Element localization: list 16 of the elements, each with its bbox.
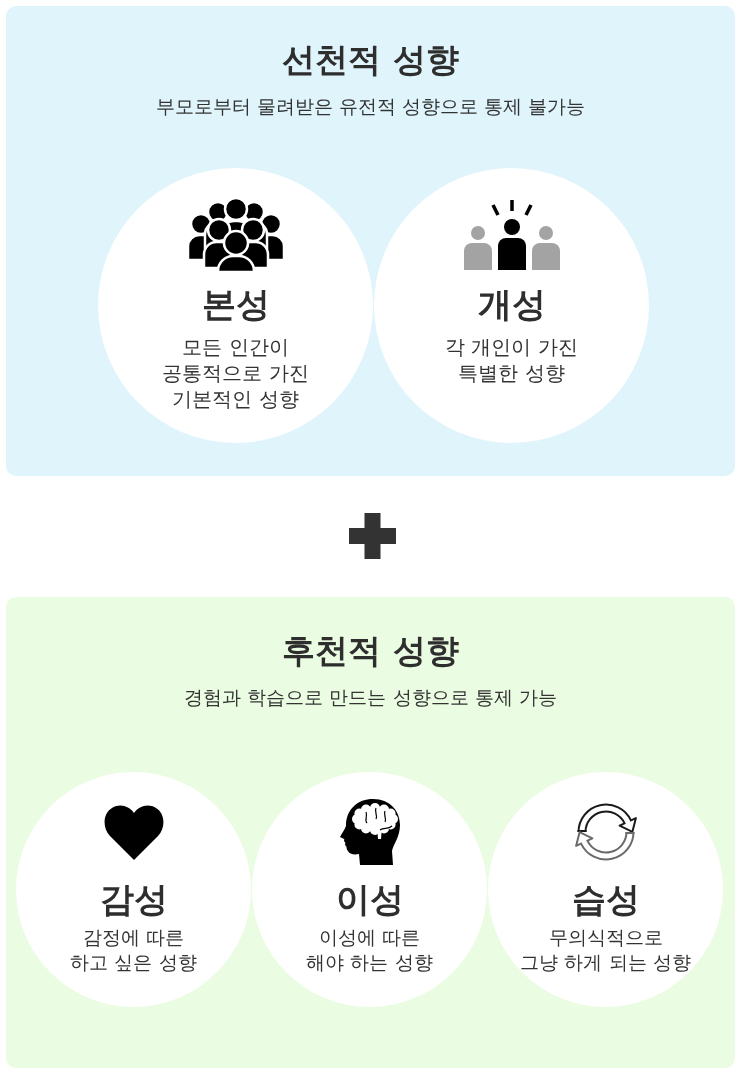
circle-title: 이성 [335, 880, 404, 918]
circle-description: 각 개인이 가진 특별한 성향 [445, 334, 578, 386]
section-panel [6, 597, 735, 1068]
circle-title: 본성 [201, 284, 270, 324]
circle-title: 감성 [99, 880, 168, 918]
circle-description: 감정에 따른 하고 싶은 성향 [70, 925, 197, 975]
circle-description: 모든 인간이 공통적으로 가진 기본적인 성향 [162, 334, 309, 412]
circle-description: 무의식적으로 그냥 하게 되는 성향 [520, 925, 691, 975]
circle-title: 개성 [477, 284, 546, 324]
panel-subtitle: 부모로부터 물려받은 유전적 성향으로 통제 불가능 [155, 94, 586, 119]
panel-title: 후천적 성향 [282, 631, 459, 671]
panel-subtitle: 경험과 학습으로 만드는 성향으로 통제 가능 [184, 685, 557, 710]
panel-title: 선천적 성향 [282, 40, 459, 80]
circle-title: 습성 [571, 880, 640, 918]
circle-description: 이성에 따른 해야 하는 성향 [306, 925, 433, 975]
section-panel [6, 6, 735, 476]
